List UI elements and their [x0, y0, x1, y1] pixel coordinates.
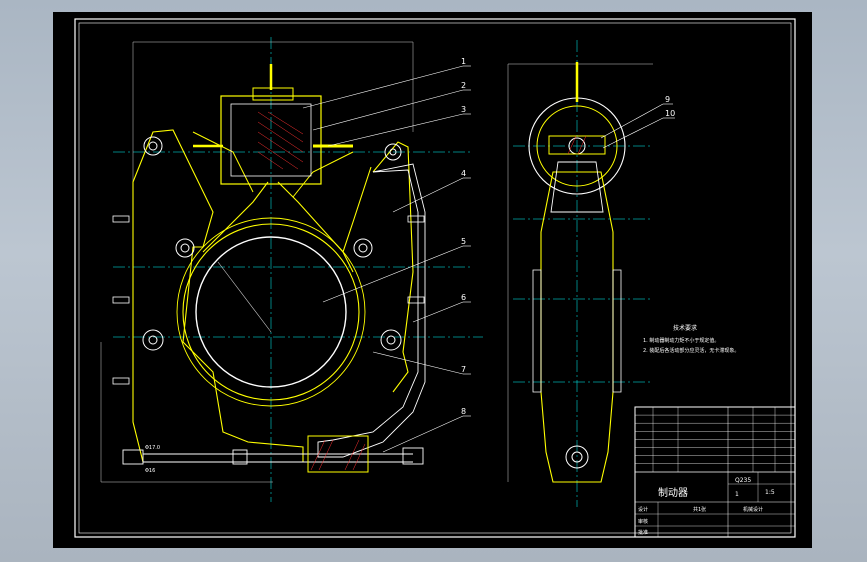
callout-4: 4: [461, 169, 466, 178]
callout-3: 3: [461, 105, 466, 114]
title-scale: 1:5: [765, 489, 775, 496]
title-check: 审核: [638, 518, 648, 525]
svg-text:Φ16: Φ16: [145, 468, 155, 474]
tech-req-line-2: 2. 装配后各活动部分应灵活，无卡滞现象。: [643, 347, 739, 354]
title-drawn: 设计: [638, 506, 648, 513]
title-sheet: 1: [735, 491, 739, 498]
title-approve: 批准: [638, 529, 648, 536]
front-view: Φ17.0 Φ16: [100, 37, 483, 502]
callout-2: 2: [461, 81, 466, 90]
tech-req-line-1: 1. 制动器制动力矩不小于规定值。: [643, 337, 719, 344]
side-view: 9 10: [507, 40, 675, 507]
callout-8: 8: [461, 407, 466, 416]
inner-border: [78, 22, 792, 534]
title-count: 共1张: [693, 506, 706, 513]
callout-7: 7: [461, 365, 466, 374]
callouts: 1 2 3 4 5 6 7 8: [302, 57, 471, 453]
engineering-drawing: Φ17.0 Φ16 1 2 3 4 5 6 7 8: [74, 18, 796, 538]
callout-5: 5: [461, 237, 466, 246]
drawing-sheet: Φ17.0 Φ16 1 2 3 4 5 6 7 8: [53, 12, 812, 548]
svg-text:Φ17.0: Φ17.0: [145, 445, 160, 451]
callout-1: 1: [461, 57, 466, 66]
drawing-border: [74, 18, 796, 538]
callout-10: 10: [665, 109, 675, 118]
technical-requirements: 技术要求 1. 制动器制动力矩不小于规定值。 2. 装配后各活动部分应灵活，无卡…: [643, 324, 739, 354]
tech-req-title: 技术要求: [673, 324, 697, 332]
title-material: Q235: [735, 477, 751, 484]
title-block: 制动器 Q235 1:5 1 设计 审核 批准 共1张 机械设计: [634, 406, 796, 538]
title-name: 制动器: [658, 486, 688, 499]
callout-9: 9: [665, 95, 670, 104]
title-unit: 机械设计: [743, 506, 763, 513]
callout-6: 6: [461, 293, 466, 302]
